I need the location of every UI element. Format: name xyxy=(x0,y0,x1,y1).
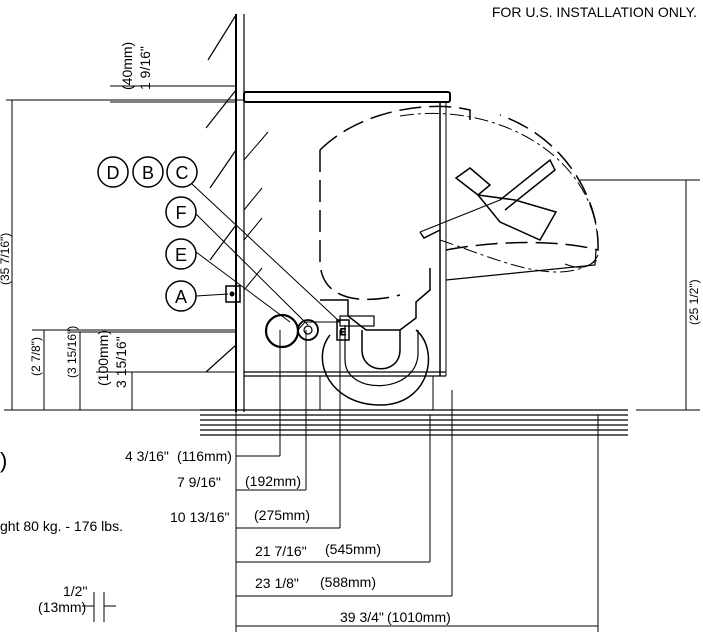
callout-F: F xyxy=(165,196,197,228)
svg-text:(116mm): (116mm) xyxy=(177,448,232,464)
wall xyxy=(205,14,269,412)
callout-E: E xyxy=(165,238,197,270)
svg-text:E: E xyxy=(175,245,187,265)
dim-horizontal-lines xyxy=(235,330,599,632)
dim-192mm: 7 9/16" (192mm) xyxy=(177,473,301,490)
svg-text:(35 7/16"): (35 7/16") xyxy=(0,233,12,285)
weight-note: ght 80 kg. - 176 lbs. xyxy=(0,518,123,534)
dim-13mm: 1/2" (13mm) xyxy=(38,583,116,622)
svg-text:E: E xyxy=(340,327,346,337)
centerline xyxy=(399,112,601,273)
svg-text:(25 1/2"): (25 1/2") xyxy=(687,279,701,325)
dim-left-small: (2 7/8") (3 15/16") (100mm) 3 15/16" xyxy=(29,326,236,410)
svg-text:D: D xyxy=(107,163,120,183)
seat-handle xyxy=(419,158,558,241)
header-note: FOR U.S. INSTALLATION ONLY. xyxy=(492,4,697,20)
toilet-bowl xyxy=(319,105,599,331)
callout-A: A xyxy=(165,280,197,312)
callout-B: B xyxy=(132,156,164,188)
svg-text:1/2": 1/2" xyxy=(63,583,87,599)
dim-1010mm: 39 3/4" (1010mm) xyxy=(340,609,451,625)
tank-box xyxy=(243,91,451,410)
dim-left-tall: (35 7/16") xyxy=(0,99,244,411)
callout-C: C xyxy=(166,156,198,188)
svg-text:C: C xyxy=(176,163,189,183)
svg-text:(1010mm): (1010mm) xyxy=(387,609,451,625)
dim-275mm: 10 13/16" (275mm) xyxy=(170,507,310,525)
dim-545mm: 21 7/16" (545mm) xyxy=(255,541,381,559)
dim-top-thickness: (40mm) 1 9/16" xyxy=(110,42,236,103)
svg-text:7 9/16": 7 9/16" xyxy=(177,474,221,490)
svg-text:(13mm): (13mm) xyxy=(38,599,86,615)
callout-D: D xyxy=(97,156,129,188)
svg-text:10 13/16": 10 13/16" xyxy=(170,509,229,525)
svg-text:23 1/8": 23 1/8" xyxy=(255,575,299,591)
svg-text:(545mm): (545mm) xyxy=(325,541,381,557)
svg-text:(588mm): (588mm) xyxy=(320,574,376,590)
floor xyxy=(200,409,628,436)
svg-text:21 7/16": 21 7/16" xyxy=(255,543,307,559)
svg-text:F: F xyxy=(176,203,187,223)
dim-588mm: 23 1/8" (588mm) xyxy=(255,574,376,591)
svg-text:(192mm): (192mm) xyxy=(245,473,301,489)
svg-text:(40mm): (40mm) xyxy=(119,42,135,90)
drain-pipe xyxy=(321,315,430,406)
svg-text:A: A xyxy=(175,287,187,307)
svg-text:B: B xyxy=(142,163,154,183)
svg-text:39 3/4": 39 3/4" xyxy=(340,609,384,625)
cutoff-paren: ) xyxy=(0,448,7,473)
svg-text:4 3/16": 4 3/16" xyxy=(125,448,169,464)
svg-text:(100mm): (100mm) xyxy=(95,330,111,386)
dim-right-tall: (25 1/2") xyxy=(580,179,701,411)
svg-text:3 15/16": 3 15/16" xyxy=(113,336,129,388)
leader-lines xyxy=(191,183,341,326)
svg-text:(2 7/8"): (2 7/8") xyxy=(29,337,43,376)
dim-116mm: 4 3/16" (116mm) xyxy=(125,448,232,464)
svg-text:(275mm): (275mm) xyxy=(254,507,310,523)
svg-text:(3 15/16"): (3 15/16") xyxy=(65,326,79,378)
svg-text:1 9/16": 1 9/16" xyxy=(137,46,153,90)
